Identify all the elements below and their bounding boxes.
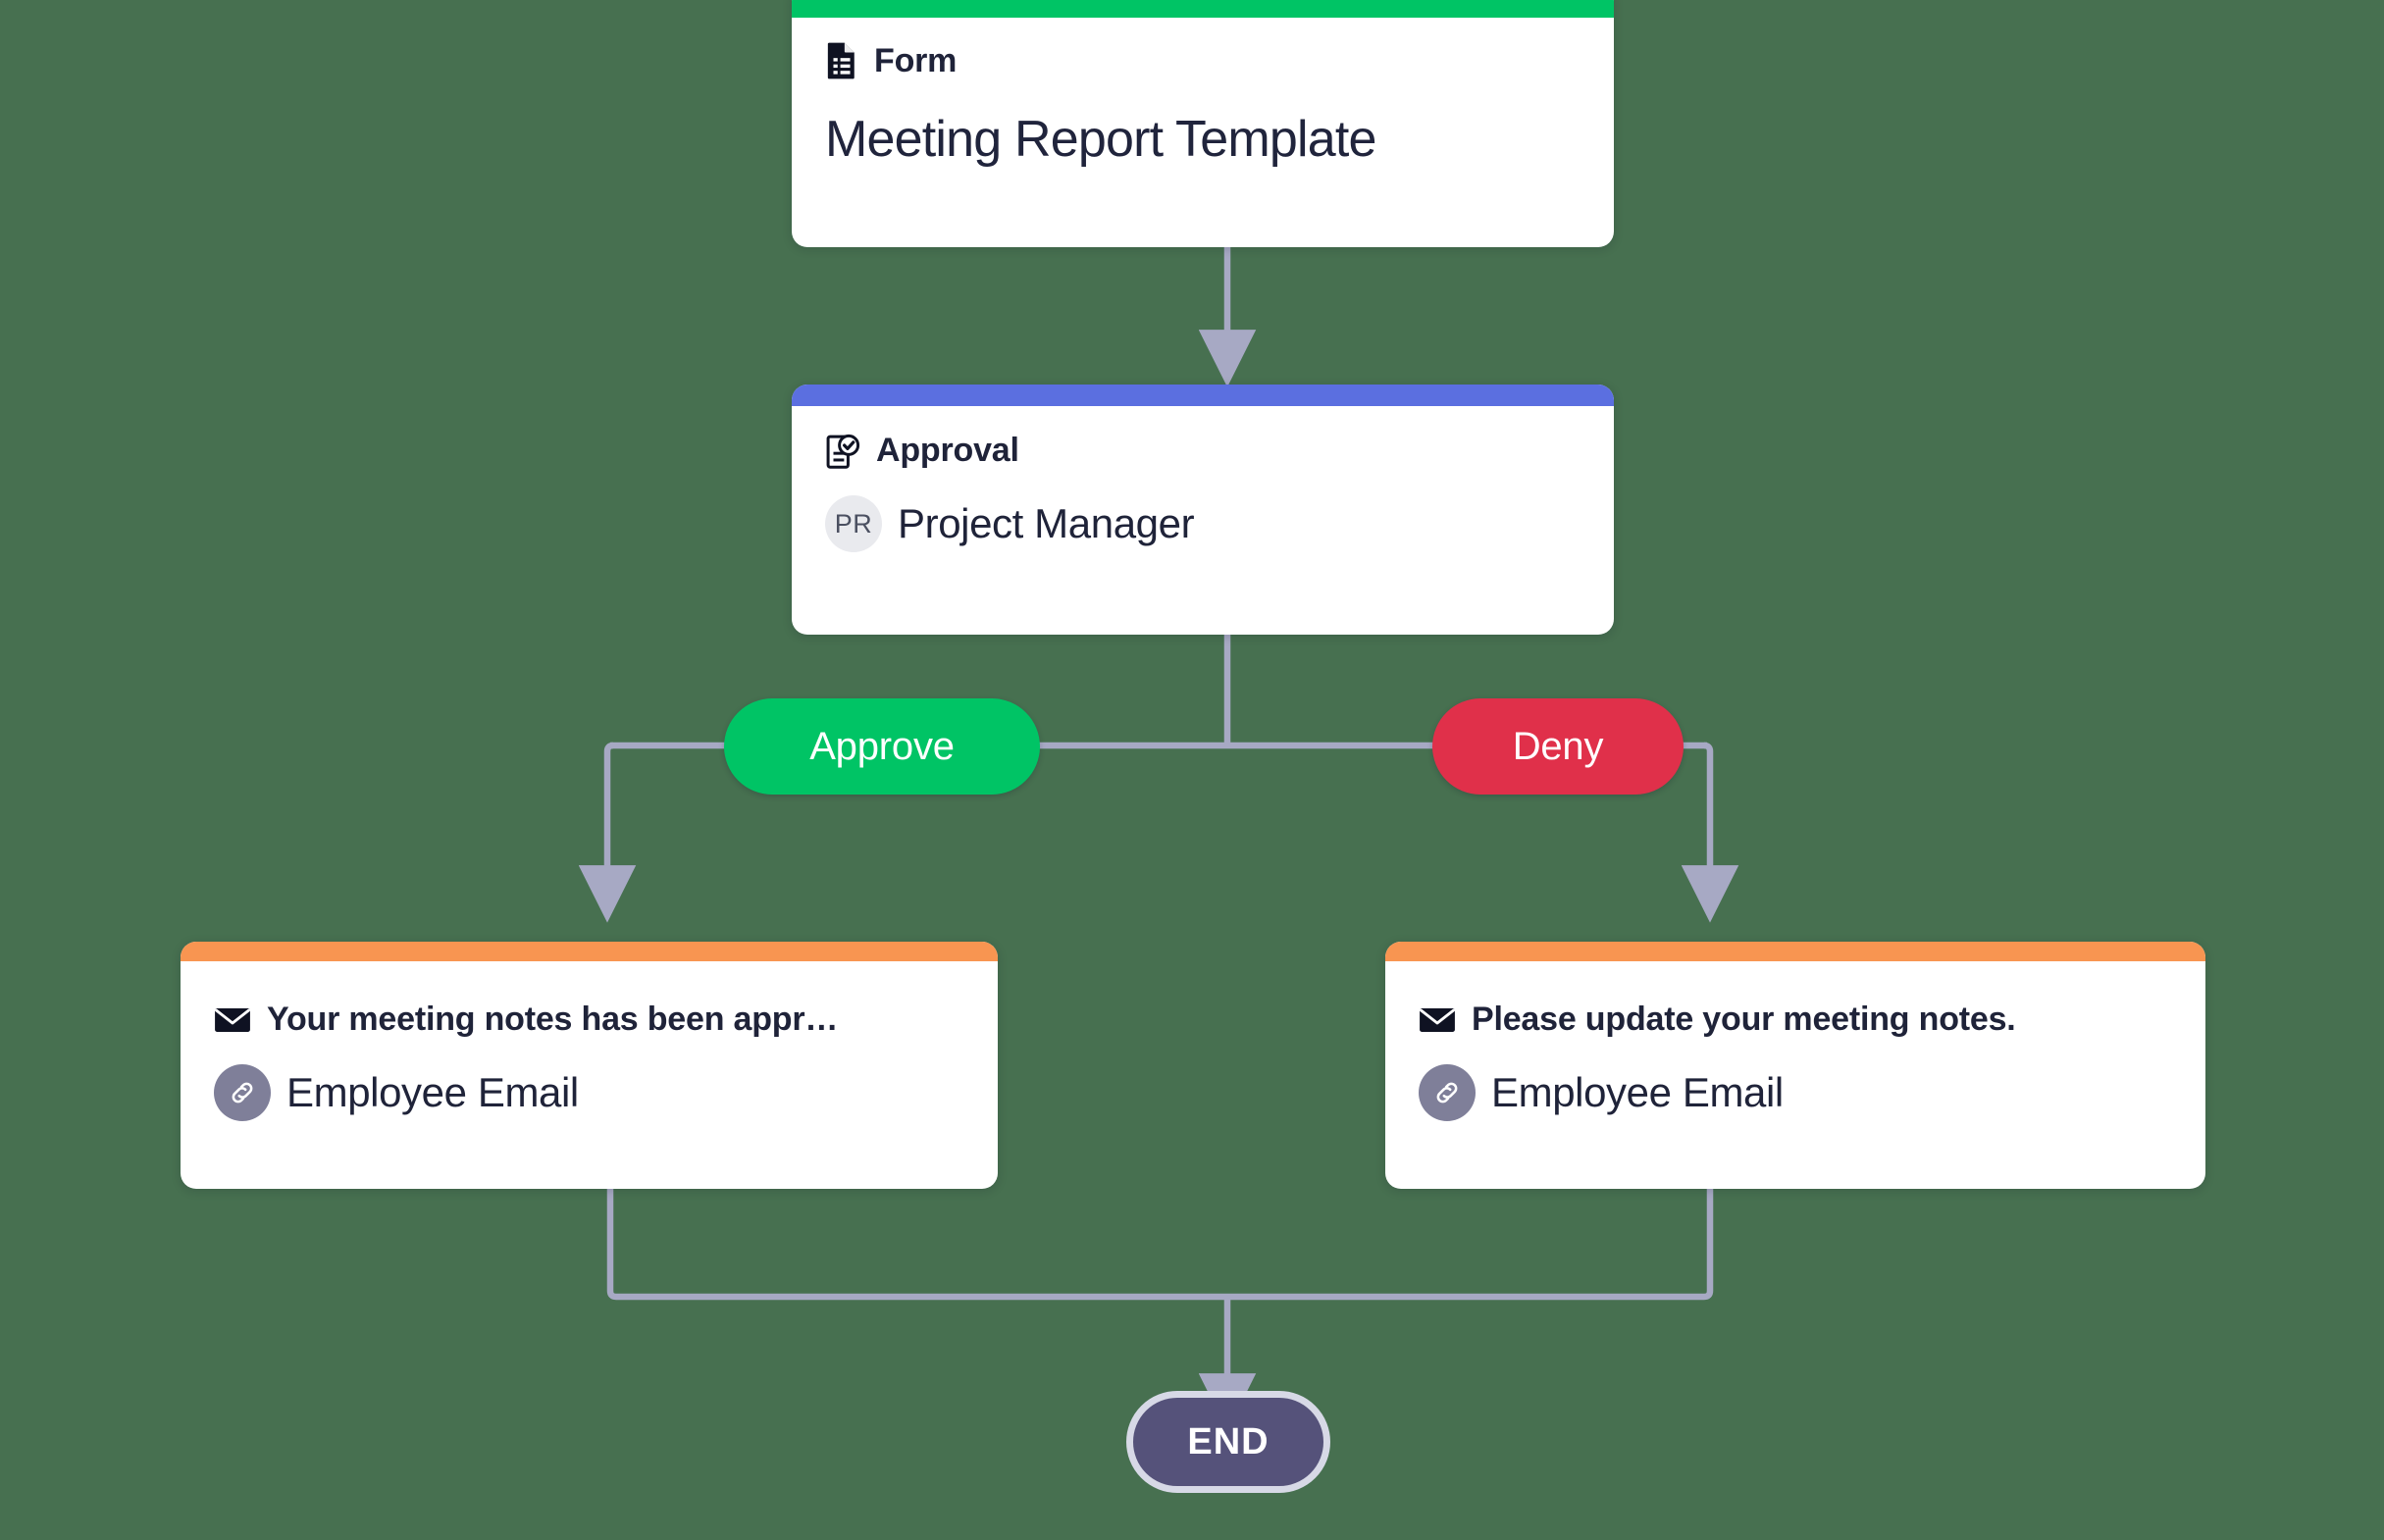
branch-pill-approve[interactable]: Approve: [724, 698, 1040, 795]
branch-approve-label: Approve: [809, 724, 955, 768]
avatar: PR: [825, 495, 882, 552]
approval-accent-bar: [792, 385, 1614, 406]
form-document-icon: [825, 41, 858, 80]
node-card-email-approved[interactable]: Your meeting notes has been appr… Employ…: [181, 942, 998, 1189]
approval-assignee-row: PR Project Manager: [825, 495, 1581, 552]
node-card-form[interactable]: Form Meeting Report Template: [792, 0, 1614, 247]
connector-email-approved-to-end: [606, 1189, 1227, 1301]
node-end[interactable]: END: [1126, 1391, 1330, 1493]
branch-deny-label: Deny: [1512, 724, 1604, 768]
envelope-icon: [1419, 1006, 1456, 1034]
link-icon: [1419, 1064, 1476, 1121]
approval-type-label: Approval: [876, 432, 1019, 469]
branch-pill-deny[interactable]: Deny: [1432, 698, 1684, 795]
connector-approve-to-email: [578, 742, 637, 923]
connector-email-denied-to-end: [1227, 1189, 1714, 1301]
end-label: END: [1187, 1420, 1270, 1463]
envelope-icon: [214, 1006, 251, 1034]
node-card-approval[interactable]: Approval PR Project Manager: [792, 385, 1614, 635]
clipboard-check-icon: [825, 433, 860, 470]
email-approved-subject: Your meeting notes has been appr…: [267, 1001, 839, 1038]
form-type-label: Form: [874, 41, 958, 79]
email-approved-accent-bar: [181, 942, 998, 961]
form-title: Meeting Report Template: [825, 111, 1376, 168]
form-header: Form: [825, 41, 1581, 80]
connector-deny-to-email: [1681, 742, 1739, 923]
approval-assignee-label: Project Manager: [898, 500, 1195, 546]
email-denied-recipient-row: Employee Email: [1419, 1064, 2172, 1121]
email-approved-header: Your meeting notes has been appr…: [214, 1001, 964, 1039]
node-card-email-denied[interactable]: Please update your meeting notes. Employ…: [1385, 942, 2205, 1189]
link-icon: [214, 1064, 271, 1121]
email-denied-recipient-label: Employee Email: [1491, 1069, 1784, 1115]
email-denied-header: Please update your meeting notes.: [1419, 1001, 2172, 1039]
email-approved-recipient-row: Employee Email: [214, 1064, 964, 1121]
email-denied-accent-bar: [1385, 942, 2205, 961]
email-approved-recipient-label: Employee Email: [286, 1069, 579, 1115]
email-denied-subject: Please update your meeting notes.: [1472, 1001, 2016, 1038]
approval-header: Approval: [825, 432, 1581, 470]
form-accent-bar: [792, 0, 1614, 18]
